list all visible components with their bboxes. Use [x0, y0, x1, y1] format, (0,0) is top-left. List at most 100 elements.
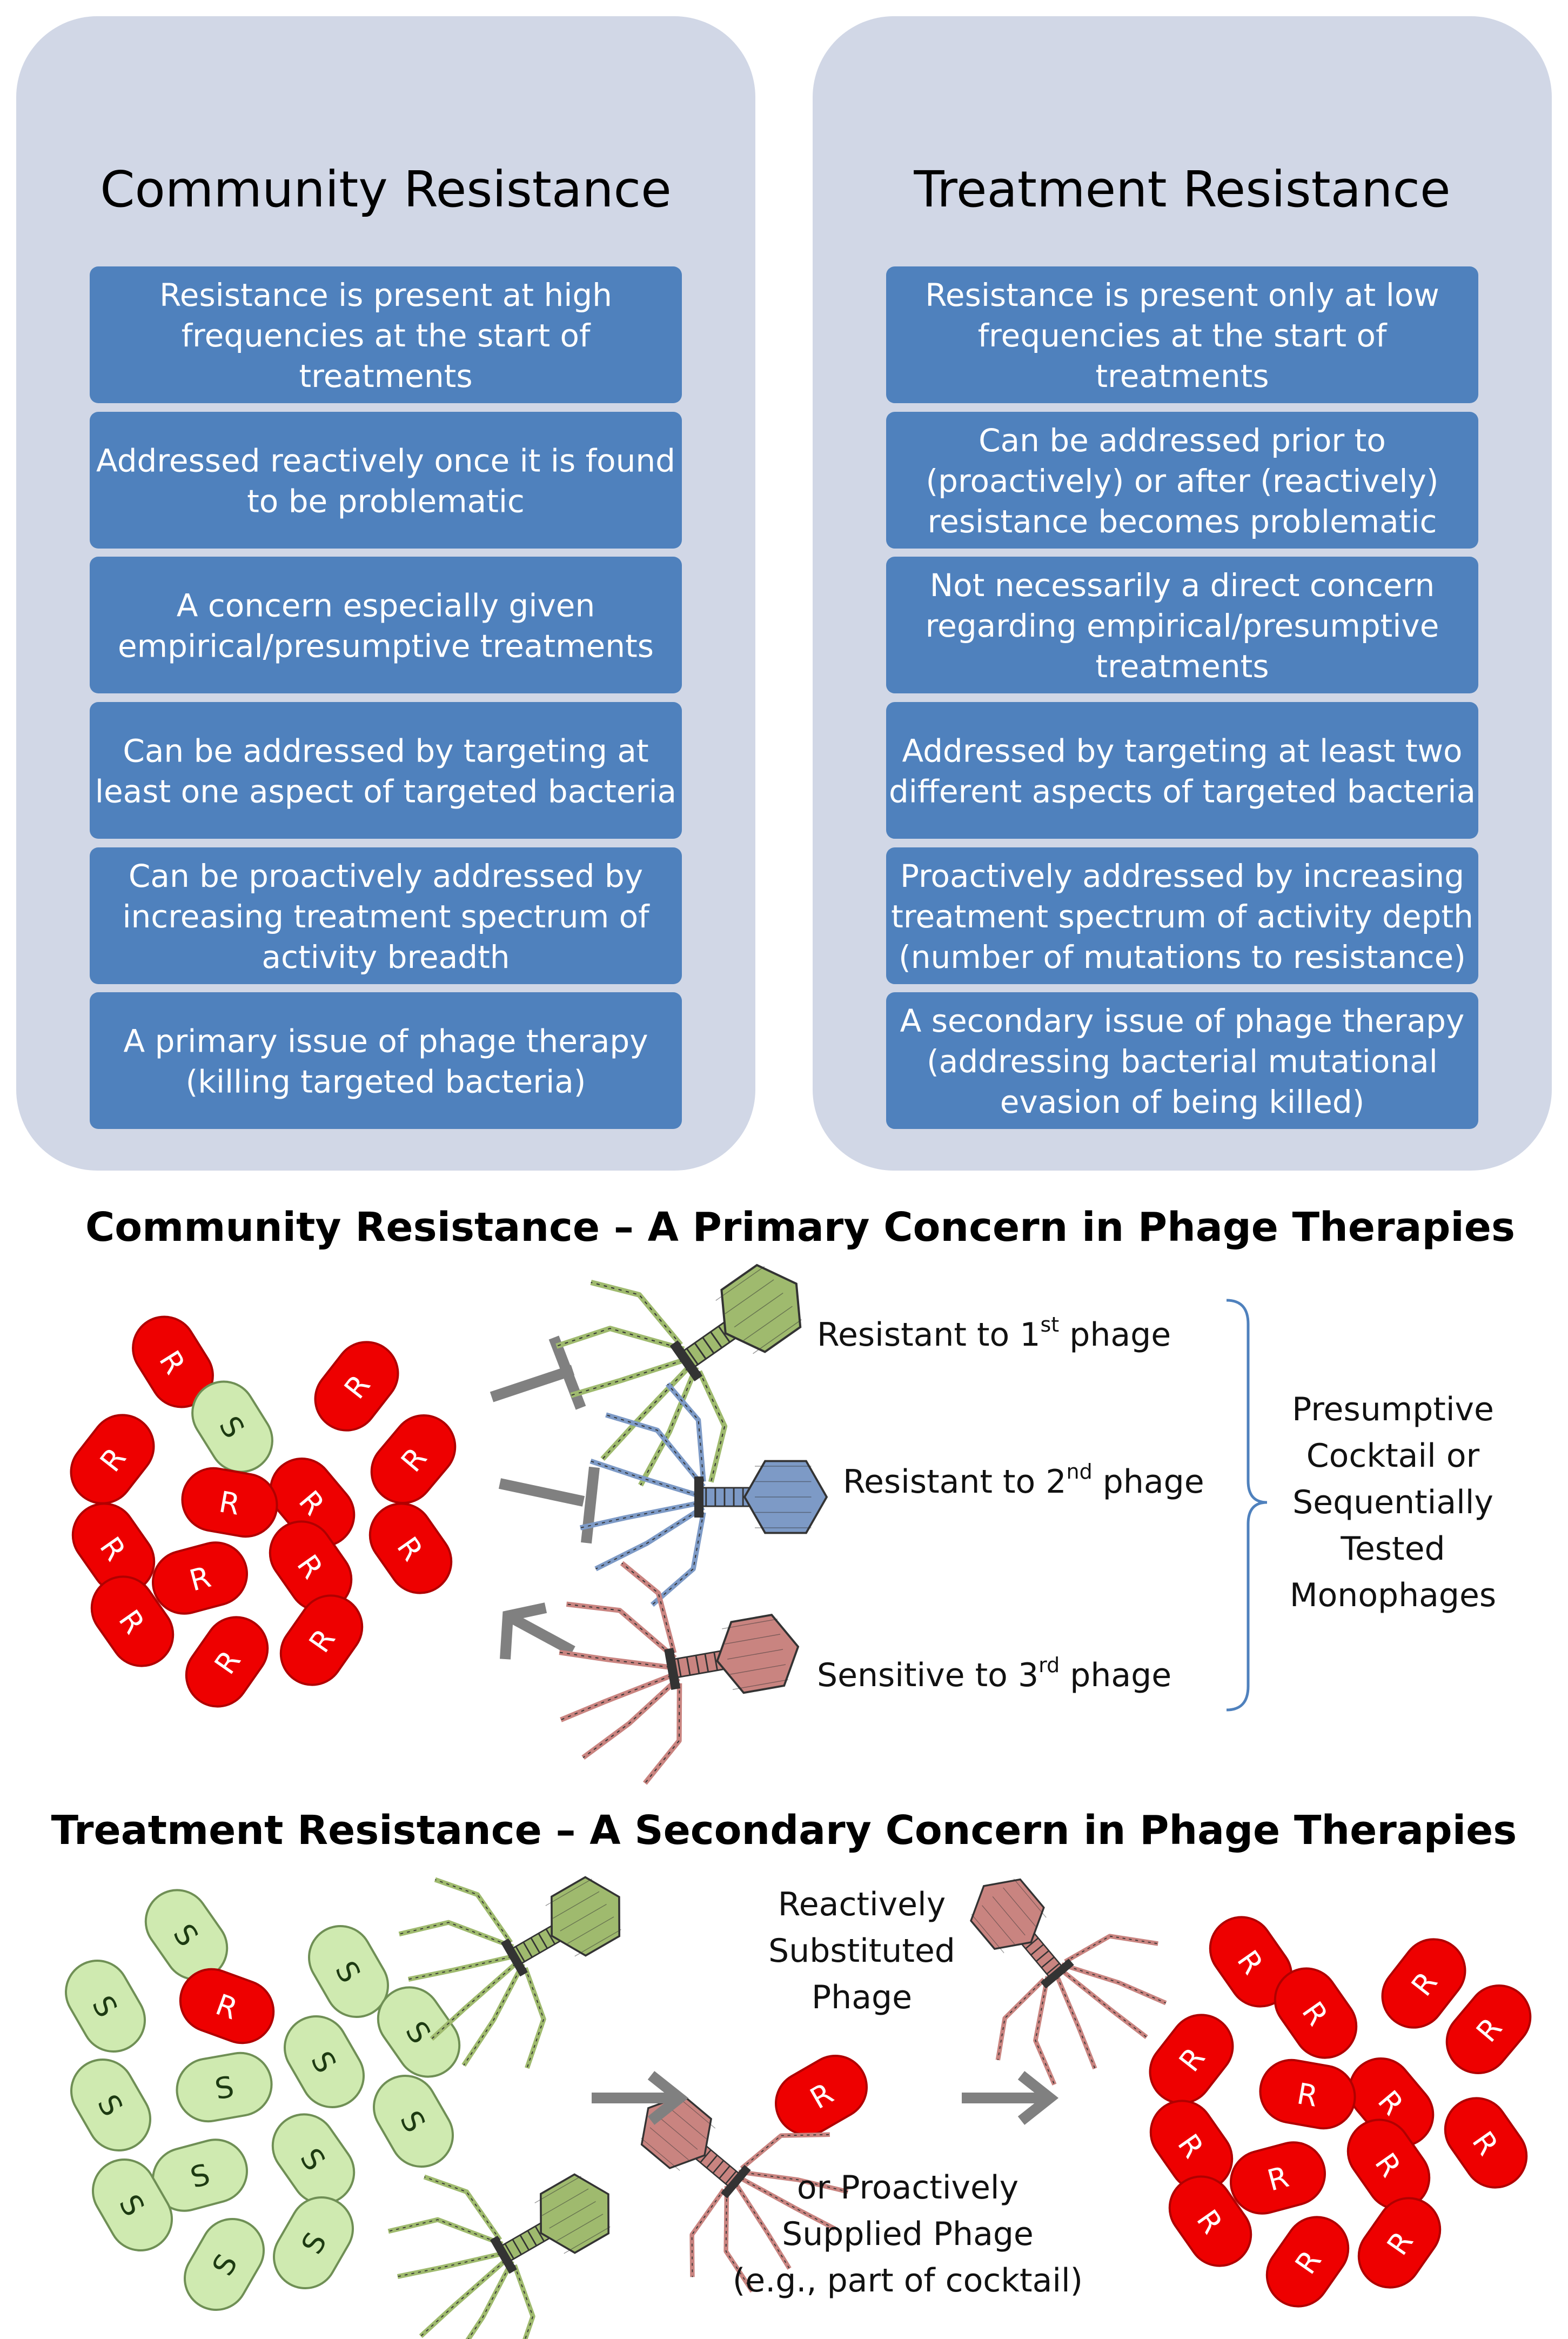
treatment-left-cell-6: S — [284, 2015, 365, 2108]
treatment-box-2: Can be addressed prior to(proactively) o… — [886, 412, 1478, 549]
surviving-resistant-bacterium: R — [775, 2055, 868, 2136]
treatment-right-cell-5: R — [1445, 1984, 1532, 2074]
community-box-5-line-1: Can be proactively addressed by — [129, 858, 643, 894]
community-box-5: Can be proactively addressed by increasin… — [90, 847, 682, 984]
community-box-1-line-1: Resistance is present at high — [159, 277, 612, 313]
bracket-label-line-5: Monophages — [1290, 1576, 1496, 1614]
treatment-right-cell-7: R — [1259, 2059, 1356, 2130]
treatment-box-5-line-1: Proactively addressed by increasing — [900, 858, 1464, 894]
treatment-box-6-line-3: evasion of being killed) — [1000, 1084, 1365, 1120]
treatment-left-cell-10: S — [152, 2138, 248, 2212]
treatment-box-5: Proactively addressed by increasing treat… — [886, 847, 1478, 984]
phage-2-label: Resistant to 2nd phage — [843, 1460, 1204, 1501]
treatment-left-cell-1: S — [144, 1889, 229, 1981]
treatment-box-6-line-2: (addressing bacterial mutational — [927, 1043, 1438, 1080]
community-cell-9: R — [368, 1502, 453, 1594]
community-cell-12: R — [90, 1575, 175, 1667]
treatment-box-4: Addressed by targeting at least twodiffe… — [886, 702, 1478, 839]
proactive-label-line-3: (e.g., part of cocktail) — [733, 2262, 1083, 2300]
blocked-arrow-phage2-icon — [498, 1466, 600, 1544]
treatment-left-cell-13: S — [273, 2196, 354, 2289]
arrow-right-1-icon — [592, 2071, 689, 2125]
community-cell-8: R — [71, 1502, 156, 1594]
community-box-4-line-2: least one aspect of targeted bacteria — [95, 773, 676, 810]
community-cell-13: R — [279, 1594, 364, 1686]
community-cell-4: R — [70, 1414, 155, 1505]
community-cell-1: R — [132, 1315, 214, 1408]
treatment-box-1: Resistance is present only at low frequen… — [886, 266, 1478, 403]
treatment-right-cell-2: R — [1274, 1967, 1358, 2059]
treatment-left-cell-4: S — [65, 1960, 146, 2053]
community-box-1-line-3: treatments — [299, 358, 472, 395]
treatment-resistance-panel: Treatment Resistance Resistance is prese… — [813, 16, 1552, 1171]
treatment-box-3-line-1: Not necessarily a direct concern — [930, 567, 1435, 604]
treatment-box-1-line-3: treatments — [1095, 358, 1269, 395]
community-cell-3: R — [314, 1341, 399, 1432]
treatment-box-1-line-2: frequencies at the start of — [978, 317, 1388, 354]
surviving-r-cell: R — [775, 2055, 868, 2136]
proactive-label-line-2: Supplied Phage — [782, 2215, 1034, 2253]
treatment-box-1-line-1: Resistance is present only at low — [925, 277, 1439, 313]
bracket-label-line-4: Tested — [1340, 1530, 1445, 1568]
community-box-1: Resistance is present at highfrequencies… — [90, 266, 682, 403]
community-box-2: Addressed reactively once it is found to … — [90, 412, 682, 549]
treatment-left-cell-12: S — [92, 2158, 173, 2251]
treatment-right-cell-4: R — [1149, 2014, 1234, 2104]
reactive-label-line-1: Reactively — [778, 1886, 946, 1923]
bracket-label-line-1: Presumptive — [1292, 1391, 1494, 1428]
community-box-2-line-1: Addressed reactively once it is found — [96, 443, 675, 479]
bracket-label-line-3: Sequentially — [1292, 1483, 1493, 1521]
phage-1-label: Resistant to 1st phage — [817, 1313, 1171, 1354]
treatment-left-cell-7: S — [176, 2051, 273, 2123]
treatment-box-2-line-3: resistance becomes problematic — [928, 503, 1437, 540]
community-box-6-line-1: A primary issue of phage therapy — [123, 1023, 648, 1060]
treatment-box-5-line-2: treatment spectrum of activity depth — [891, 898, 1473, 935]
community-cell-10: R — [152, 1541, 248, 1615]
proactive-label-line-1: or Proactively — [797, 2169, 1018, 2207]
treatment-box-6: A secondary issue of phage therapy (addre… — [886, 992, 1478, 1129]
treatment-right-cell-13: R — [1357, 2197, 1442, 2289]
community-cell-2: S — [191, 1380, 273, 1473]
treatment-box-3: Not necessarily a direct concernregardin… — [886, 557, 1478, 693]
treatment-box-4-line-2: different aspects of targeted bacteria — [889, 773, 1476, 810]
community-box-2-line-2: to be problematic — [247, 483, 525, 520]
phage-1-icon — [555, 1264, 802, 1487]
community-box-5-line-3: activity breadth — [262, 939, 510, 975]
phage-2-icon — [579, 1382, 828, 1607]
treatment-right-cell-8: R — [1149, 2100, 1234, 2191]
treatment-left-cell-2: R — [179, 1968, 275, 2044]
community-box-4-line-1: Can be addressed by targeting at — [123, 733, 648, 770]
reactive-label-line-3: Phage — [812, 1979, 912, 2016]
phage-bottom-left-icon — [387, 2173, 611, 2339]
treatment-left-cell-11: S — [271, 2113, 356, 2205]
community-cell-5: R — [370, 1414, 457, 1504]
treatment-left-cell-8: S — [70, 2059, 151, 2151]
community-resistance-panel: Community Resistance Resistance is prese… — [16, 16, 755, 1171]
treatment-section-title: Treatment Resistance – A Secondary Conce… — [51, 1807, 1517, 1854]
community-box-6-line-2: (killing targeted bacteria) — [186, 1064, 586, 1100]
community-section-title: Community Resistance – A Primary Concern… — [85, 1204, 1515, 1251]
arrow-right-2-icon — [962, 2071, 1059, 2125]
phage-3-label: Sensitive to 3rd phage — [817, 1653, 1171, 1694]
community-cell-14: R — [185, 1616, 269, 1708]
arrow-phage3-icon — [500, 1602, 575, 1660]
community-box-6: A primary issue of phage therapy (killing… — [90, 992, 682, 1129]
reactive-phage-icon — [970, 1878, 1167, 2086]
community-box-5-line-2: increasing treatment spectrum of — [122, 898, 650, 935]
treatment-left-cell-5: S — [377, 1986, 461, 2078]
community-box-3-line-1: A concern especially given — [177, 587, 595, 624]
treatment-box-6-line-1: A secondary issue of phage therapy — [900, 1003, 1465, 1039]
phage-3-icon — [559, 1561, 800, 1785]
treatment-right-cell-3: R — [1381, 1938, 1466, 2029]
treatment-box-2-line-2: (proactively) or after (reactively) — [926, 463, 1439, 499]
treatment-panel-title: Treatment Resistance — [913, 161, 1450, 218]
bracket-label-line-2: Cocktail or — [1306, 1437, 1480, 1475]
treatment-right-cell-12: R — [1168, 2175, 1252, 2267]
treatment-box-4-line-1: Addressed by targeting at least two — [902, 733, 1462, 770]
treatment-right-cell-9: R — [1444, 2097, 1528, 2189]
